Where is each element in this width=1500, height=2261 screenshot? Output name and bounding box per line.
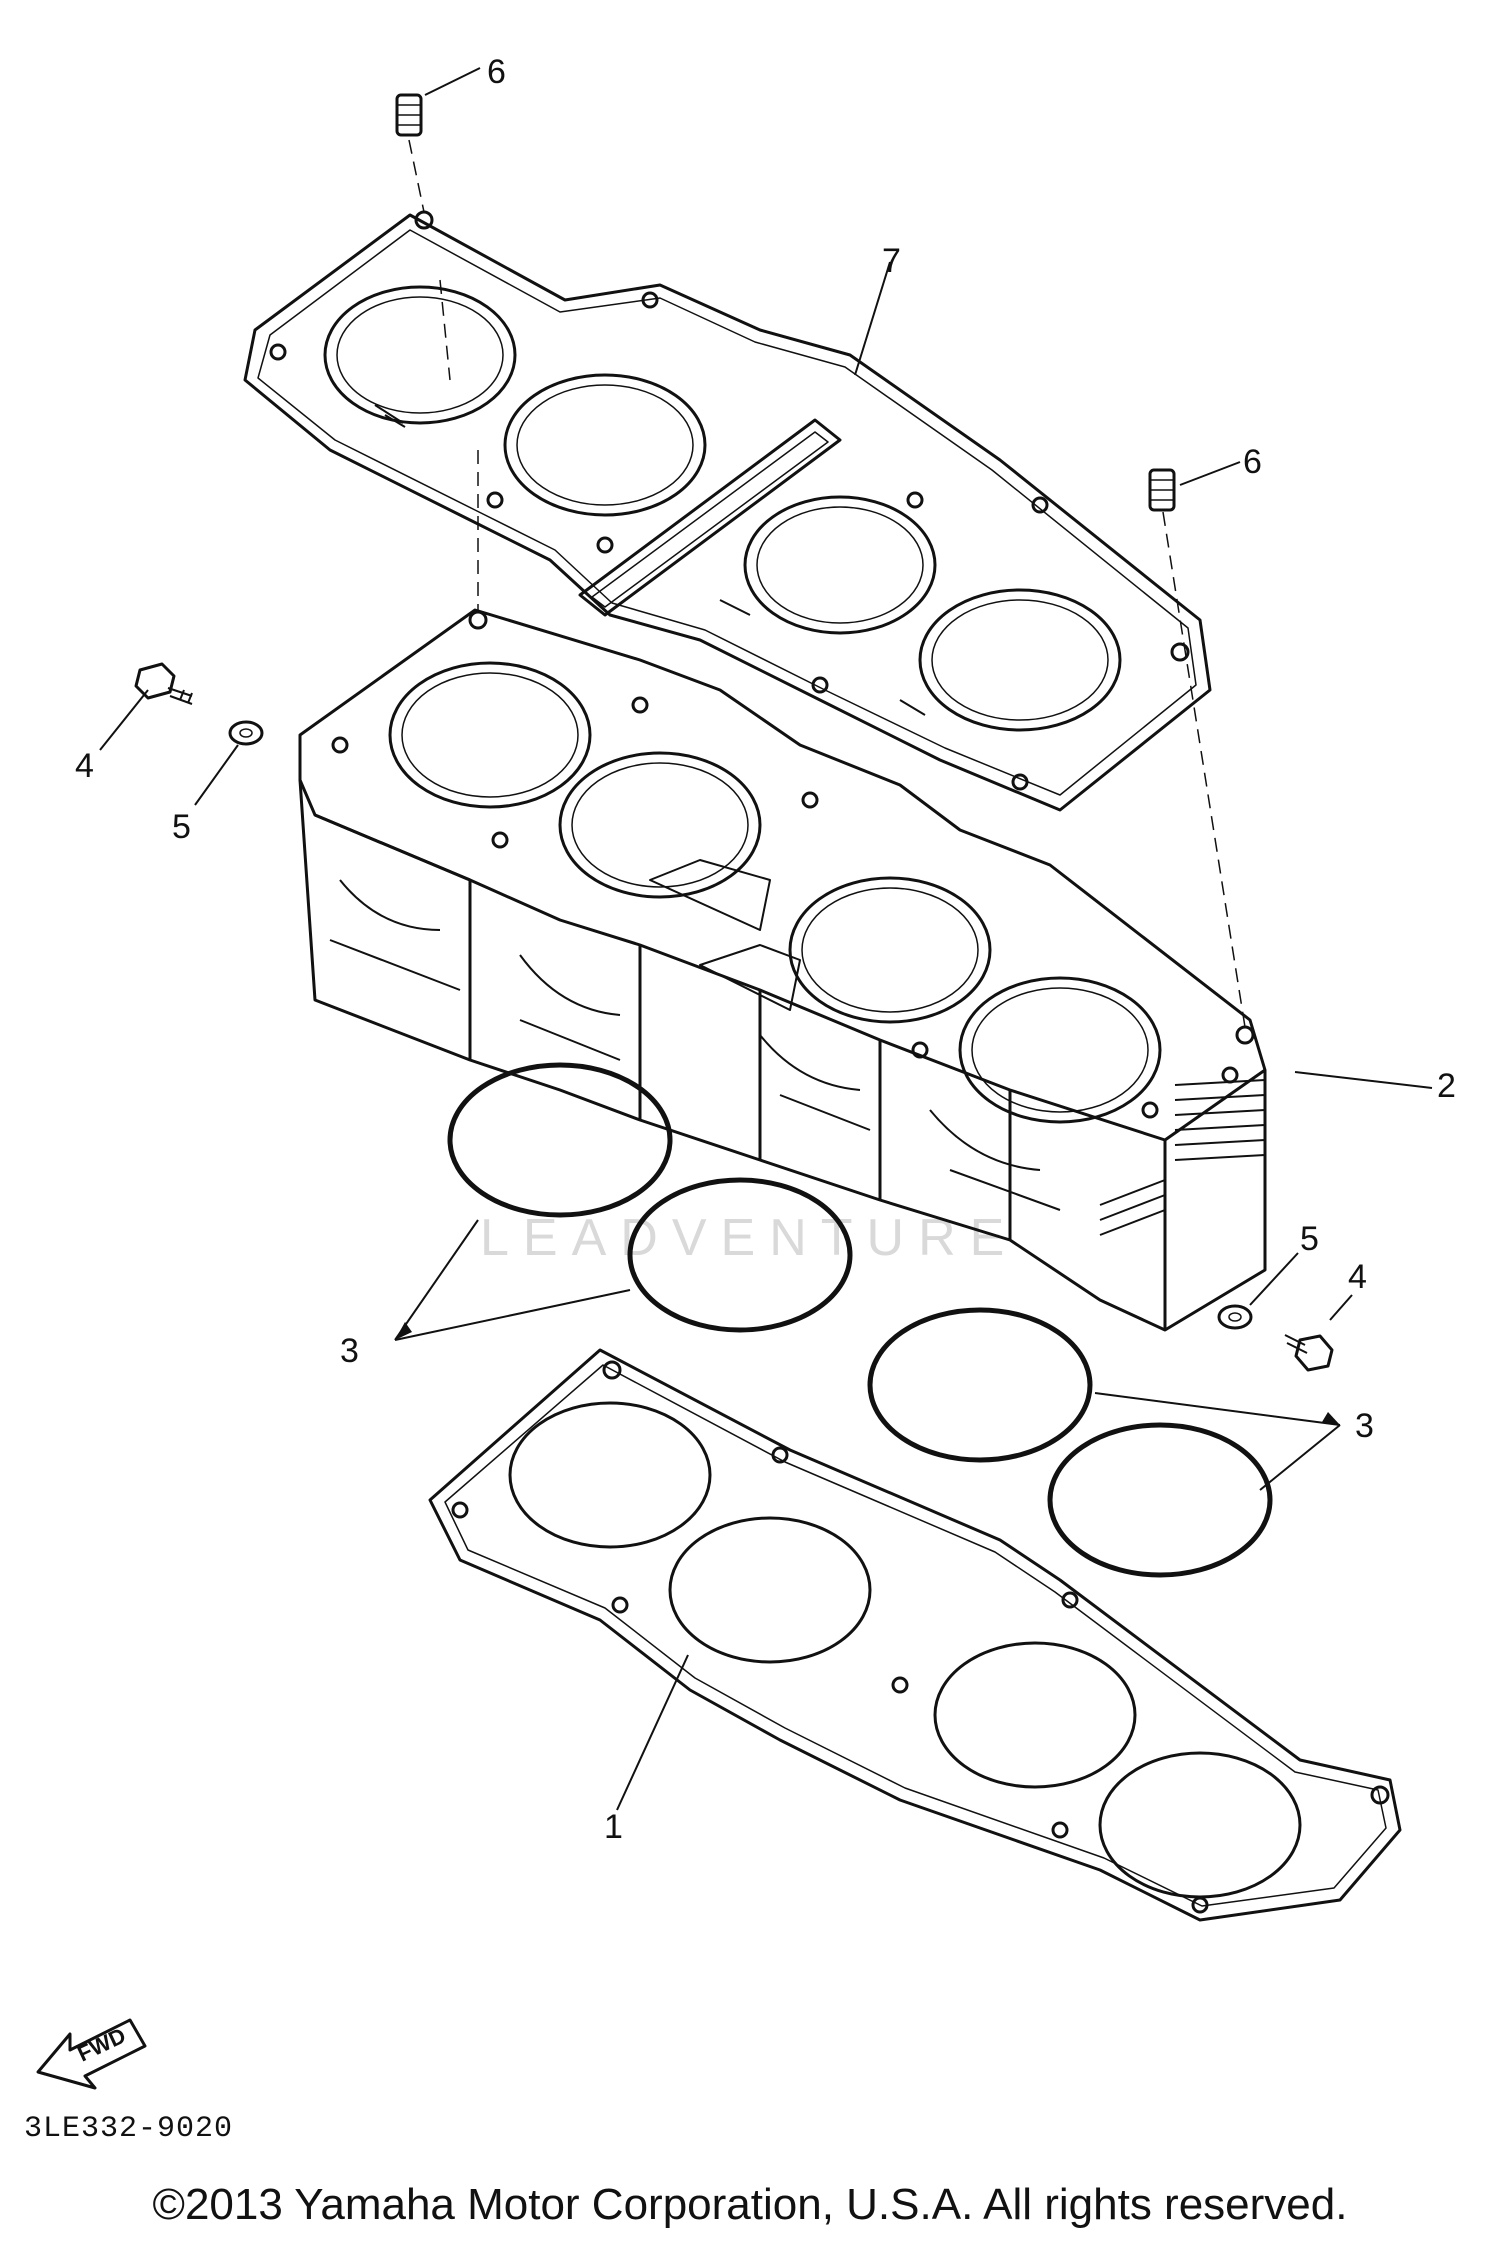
callout-5-right: 5 (1300, 1220, 1319, 1258)
leader-lines (99, 67, 1433, 1811)
base-gasket-lower (428, 1348, 1402, 1922)
callout-3-left: 3 (340, 1332, 359, 1370)
callout-1: 1 (604, 1808, 623, 1846)
watermark: LEADVENTURE (480, 1209, 1019, 1267)
forward-arrow-icon (36, 2018, 147, 2090)
diagram-part-number: 3LE332-9020 (24, 2112, 234, 2146)
callout-6-top: 6 (487, 53, 506, 91)
cylinder-block (298, 608, 1267, 1332)
dowel-pin-left (395, 93, 423, 137)
o-ring-4 (1047, 1422, 1273, 1578)
washer-right (1217, 1304, 1253, 1330)
callout-4-left: 4 (75, 747, 94, 785)
bolt-right (1284, 1334, 1334, 1372)
callout-5-left: 5 (172, 808, 191, 846)
fwd-label: FWD (74, 2023, 130, 2067)
copyright-notice: ©2013 Yamaha Motor Corporation, U.S.A. A… (152, 2180, 1348, 2229)
callout-6-right: 6 (1243, 443, 1262, 481)
o-ring-3 (867, 1307, 1093, 1463)
bolt-left (134, 662, 193, 705)
washer-left (228, 720, 264, 746)
leader-arrowheads (395, 1322, 1340, 1425)
head-gasket-upper (243, 210, 1212, 812)
callout-3-right: 3 (1355, 1407, 1374, 1445)
o-ring-1 (447, 1062, 673, 1218)
alignment-lines (408, 139, 1246, 1028)
callout-7: 7 (882, 242, 901, 280)
callout-2: 2 (1437, 1067, 1456, 1105)
dowel-pin-right (1148, 468, 1176, 512)
o-ring-2 (627, 1177, 853, 1333)
callout-4-right: 4 (1348, 1258, 1367, 1296)
